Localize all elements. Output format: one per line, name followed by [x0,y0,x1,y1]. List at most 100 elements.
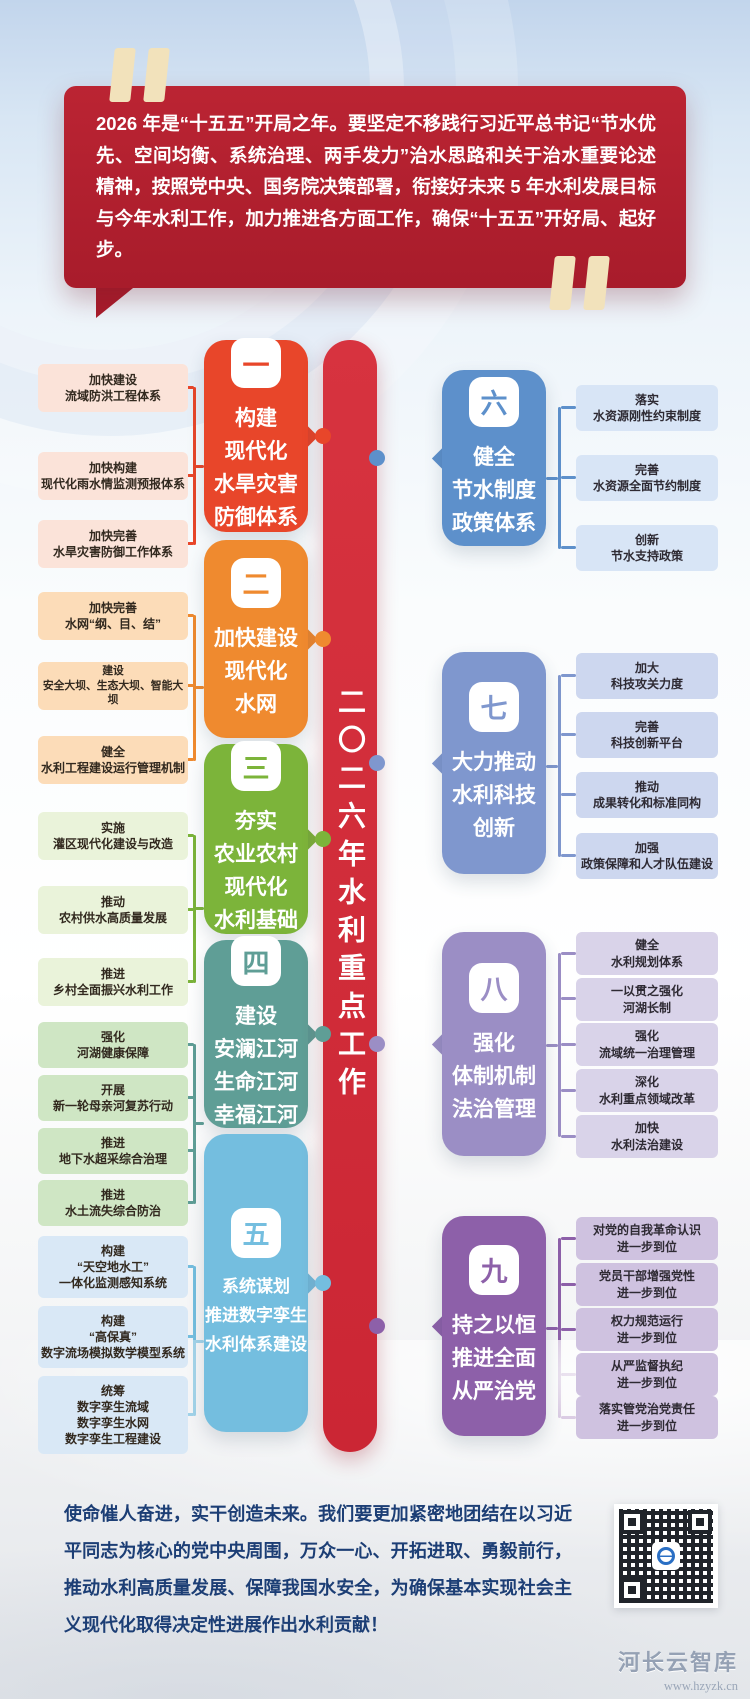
quote-text: 2026 年是“十五五”开局之年。要坚定不移践行习近平总书记“节水优先、空间均衡… [96,113,656,260]
connector-dot [315,1275,331,1291]
work-item: 权力规范运行 进一步到位 [576,1308,718,1351]
watermark-brand: 河长云智库 [617,1650,738,1675]
work-item: 强化 河湖健康保障 [38,1022,188,1068]
connector-line [187,908,194,911]
work-item: 构建 “天空地水工” 一体化监测感知系统 [38,1236,188,1298]
connector-line [561,793,576,796]
connector-dot [369,755,385,771]
connector-line [195,686,204,689]
connector-line [561,733,576,736]
branch-number-badge: 二 [231,557,281,608]
branch-title: 持之以恒 推进全面 从严治党 [452,1313,536,1403]
connector-line [546,1044,558,1047]
close-quote-icon [549,256,610,310]
connector-line [195,1122,204,1125]
work-item: 落实管党治党责任 进一步到位 [576,1396,718,1439]
connector-line [187,1201,194,1204]
connector-dot [315,1026,331,1042]
connector-line [187,542,194,545]
work-item: 加快 水利法治建设 [576,1115,718,1158]
work-item: 完善 科技创新平台 [576,712,718,758]
branch-number-badge: 三 [231,741,281,791]
work-item: 实施 灌区现代化建设与改造 [38,812,188,860]
work-item: 加大 科技攻关力度 [576,653,718,699]
connector-line [187,614,194,617]
branch-block: 九 持之以恒 推进全面 从严治党 [442,1216,546,1436]
connector-line [187,1096,194,1099]
connector-line [561,854,576,857]
connector-spine [558,675,561,857]
branch-title: 夯实 农业农村 现代化 水利基础 [214,810,298,932]
work-item: 加快完善 水网“纲、目、结” [38,592,188,640]
connector-line [195,1340,204,1343]
branch-number-badge: 四 [231,936,281,986]
branch-block: 四 建设 安澜江河 生命江河 幸福江河 [204,936,308,1128]
branch-title: 建设 安澜江河 生命江河 幸福江河 [214,1005,298,1127]
work-item: 从严监督执纪 进一步到位 [576,1353,718,1396]
connector-dot [315,831,331,847]
connector-line [187,980,194,983]
branch-number-badge: 八 [469,962,519,1013]
connector-dot [369,1036,385,1052]
connector-dot [315,428,331,444]
work-item: 加强 政策保障和人才队伍建设 [576,833,718,879]
connector-line [187,474,194,477]
work-item: 党员干部增强党性 进一步到位 [576,1263,718,1306]
work-item: 健全 水利工程建设运行管理机制 [38,736,188,784]
connector-dot [369,1318,385,1334]
connector-line [546,1327,558,1330]
connector-line [546,765,558,768]
connector-line [561,1237,576,1240]
connector-spine [558,1238,561,1418]
connector-line [187,1043,194,1046]
connector-line [561,1328,576,1331]
branch-block: 三 夯实 农业农村 现代化 水利基础 [204,741,308,934]
branch-number-badge: 五 [231,1207,281,1258]
connector-dot [369,450,385,466]
connector-line [561,476,576,479]
connector-spine [193,835,196,983]
work-item: 构建 “高保真” 数字流场模拟数学模型系统 [38,1306,188,1368]
connector-line [187,1149,194,1152]
connector-line [561,546,576,549]
quote-bubble: 2026 年是“十五五”开局之年。要坚定不移践行习近平总书记“节水优先、空间均衡… [64,86,686,288]
work-item: 加快构建 现代化雨水情监测预报体系 [38,452,188,500]
branch-title: 健全 节水制度 政策体系 [452,445,536,535]
open-quote-icon [109,48,170,102]
connector-line [561,1043,576,1046]
work-item: 对党的自我革命认识 进一步到位 [576,1217,718,1260]
branch-title: 构建 现代化 水旱灾害 防御体系 [214,407,298,529]
connector-spine [193,387,196,545]
work-item: 推进 乡村全面振兴水利工作 [38,958,188,1006]
branch-block: 七 大力推动 水利科技 创新 [442,652,546,874]
work-item: 创新 节水支持政策 [576,525,718,571]
connector-dot [315,631,331,647]
connector-line [561,1283,576,1286]
branch-number-badge: 九 [469,1244,519,1295]
branch-number-badge: 一 [231,338,281,388]
connector-line [187,684,194,687]
branch-title: 强化 体制机制 法治管理 [452,1031,536,1121]
work-item: 建设 安全大坝、生态大坝、智能大坝 [38,662,188,710]
connector-line [187,758,194,761]
branch-block: 八 强化 体制机制 法治管理 [442,932,546,1156]
connector-line [187,1413,194,1416]
connector-line [561,1135,576,1138]
connector-line [187,834,194,837]
qr-finder-icon [620,1510,644,1534]
connector-line [546,477,558,480]
branch-title: 系统谋划 推进数字孪生 水利体系建设 [205,1276,307,1354]
branch-number-badge: 七 [469,681,519,732]
qr-finder-icon [620,1578,644,1602]
branch-title: 加快建设 现代化 水网 [214,626,298,716]
work-item: 健全 水利规划体系 [576,932,718,975]
connector-line [561,1416,576,1419]
qr-code [614,1504,718,1608]
connector-line [195,907,204,910]
work-item: 推进 地下水超采综合治理 [38,1128,188,1174]
work-item: 推进 水土流失综合防治 [38,1180,188,1226]
center-pill-title: 二〇二六年水利重点工作 [335,687,366,1105]
connector-spine [193,1266,196,1416]
connector-line [561,997,576,1000]
work-item: 加快完善 水旱灾害防御工作体系 [38,520,188,568]
